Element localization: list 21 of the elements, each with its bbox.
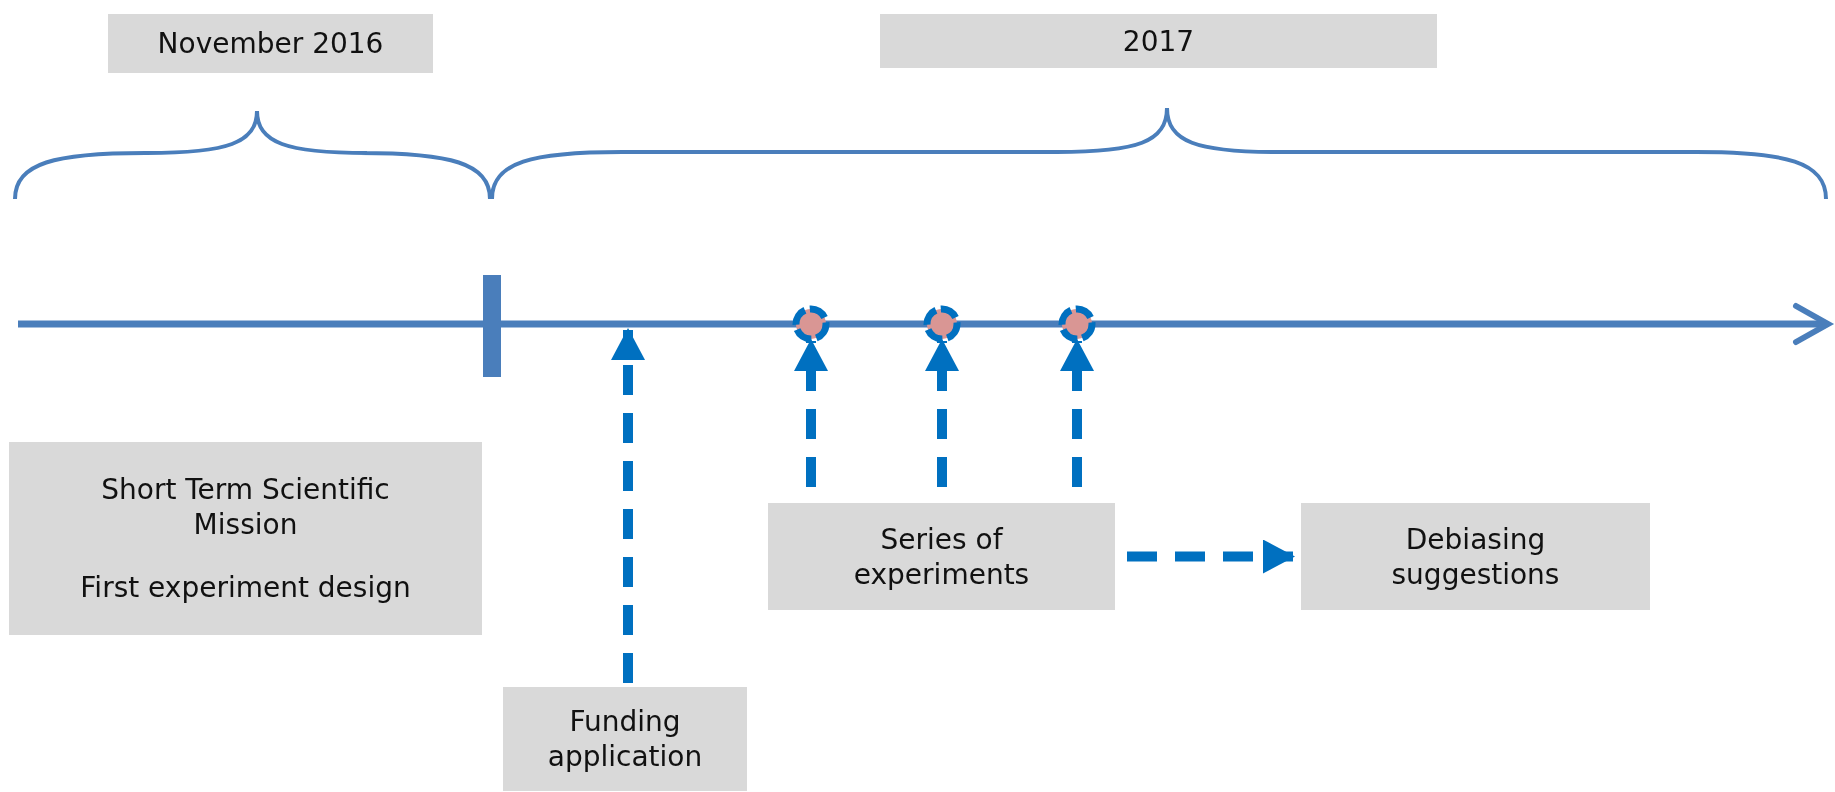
event-marker	[792, 305, 830, 343]
box-text: November 2016	[157, 26, 384, 61]
label-box	[9, 442, 482, 635]
dashed-arrow	[794, 339, 828, 487]
dashed-arrow	[925, 339, 959, 487]
box-text: First experiment design	[80, 570, 411, 605]
box-text: Funding application	[546, 704, 704, 774]
box-text: Series of experiments	[852, 521, 1031, 592]
box-text: Short Term Scientific Mission	[100, 472, 391, 542]
label-box	[1301, 503, 1650, 610]
box-text: Debiasing suggestions	[1390, 521, 1561, 592]
label-box	[880, 14, 1437, 68]
event-marker	[923, 305, 961, 343]
box-text: 2017	[1122, 23, 1195, 59]
label-box	[503, 687, 747, 791]
dashed-arrow	[1060, 339, 1094, 487]
label-box	[768, 503, 1115, 610]
event-marker	[1058, 305, 1096, 343]
dashed-arrow	[611, 328, 645, 683]
label-box	[108, 14, 433, 73]
dashed-arrow	[1127, 539, 1295, 574]
